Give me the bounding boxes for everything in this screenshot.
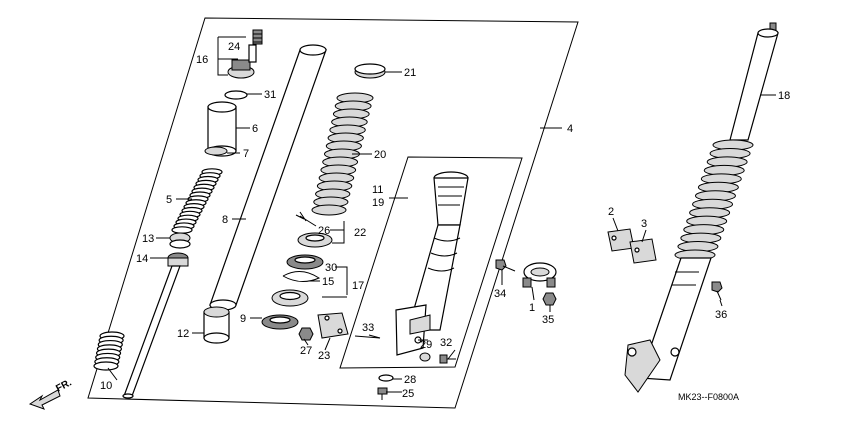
callout-14: 14 [136,253,148,265]
callout-5: 5 [166,194,172,206]
callout-16: 16 [196,54,208,66]
callout-30: 30 [325,262,337,274]
part-24-bolt [252,29,263,45]
part-20-fork-boot [311,92,374,216]
callout-25: 25 [402,388,414,400]
part-5-spring [171,168,223,234]
callout-1: 1 [529,302,535,314]
part-1-hose-clamp [522,262,557,288]
part-7-washer [204,146,228,156]
part-36-bolt [711,281,723,301]
part-23-axle-holder [317,312,349,339]
part-25-socket-bolt [377,387,388,400]
callout-7: 7 [243,148,249,160]
part-30-back-up-ring [286,254,324,270]
callout-34: 34 [494,288,506,300]
part-35-nut [542,292,557,306]
callout-10: 10 [100,380,112,392]
damper-rod [122,265,181,399]
callout-17: 17 [352,280,364,292]
assembly-frame-4 [87,17,579,409]
part-21-clamp [354,63,386,79]
callout-4: 4 [567,123,573,135]
part-15-stopper-ring [282,271,321,282]
callout-32: 32 [440,337,452,349]
callout-2: 2 [608,206,614,218]
front-direction-arrow: FR. [28,377,74,410]
callout-31: 31 [264,89,276,101]
callout-23: 23 [318,350,330,362]
callout-12: 12 [177,328,189,340]
front-marker-label: FR. [54,377,74,394]
callout-11: 11 [372,184,383,196]
callout-8: 8 [222,214,228,226]
part-22-oil-seal [297,232,333,248]
part-10-spring [93,331,125,371]
callout-15: 15 [322,276,334,288]
part-8-inner-tube [209,44,327,311]
part-17-seal [271,289,309,307]
callout-36: 36 [715,309,727,321]
callout-13: 13 [142,233,154,245]
boot-fold [311,204,347,216]
part-18-fork-assembly [729,22,779,141]
part-29-washer [419,352,431,362]
callout-21: 21 [404,67,416,79]
callout-33: 33 [362,322,374,334]
part-3-bracket [629,238,657,264]
fork-assembly-lower-tube [624,257,712,393]
spring-coil [93,361,119,371]
part-16-cap [227,44,257,79]
spring-coil [171,226,193,234]
callout-3: 3 [641,218,647,230]
callout-labels: 24 16 31 6 7 5 13 14 8 12 9 10 21 20 26 … [100,41,790,400]
callout-26: 26 [318,225,330,237]
callout-20: 20 [374,149,386,161]
callout-9: 9 [240,313,246,325]
assembly-frame-11-19 [339,156,523,369]
part-9-guide-bushing [261,314,299,330]
callout-27: 27 [300,345,312,357]
callout-24: 24 [228,41,240,53]
diagram-code: MK23--F0800A [678,392,739,402]
part-12-bushing [203,306,230,344]
part-14-piston [167,252,189,267]
part-28-washer [378,374,394,382]
part-13-ring [169,232,191,249]
part-33-pin [354,335,381,339]
part-11-outer-tube [395,171,469,356]
callout-35: 35 [542,314,554,326]
callout-18: 18 [778,90,790,102]
part-2-bracket [607,228,635,252]
callout-6: 6 [252,123,258,135]
callout-22: 22 [354,227,366,239]
fork-assembly-boot [674,139,754,261]
part-27-nut [298,327,314,341]
part-31-o-ring [224,90,248,100]
callout-28: 28 [404,374,416,386]
part-34-bolt [495,259,516,272]
callout-29: 29 [420,339,432,351]
callout-19: 19 [372,197,384,209]
leader-lines [107,36,776,393]
